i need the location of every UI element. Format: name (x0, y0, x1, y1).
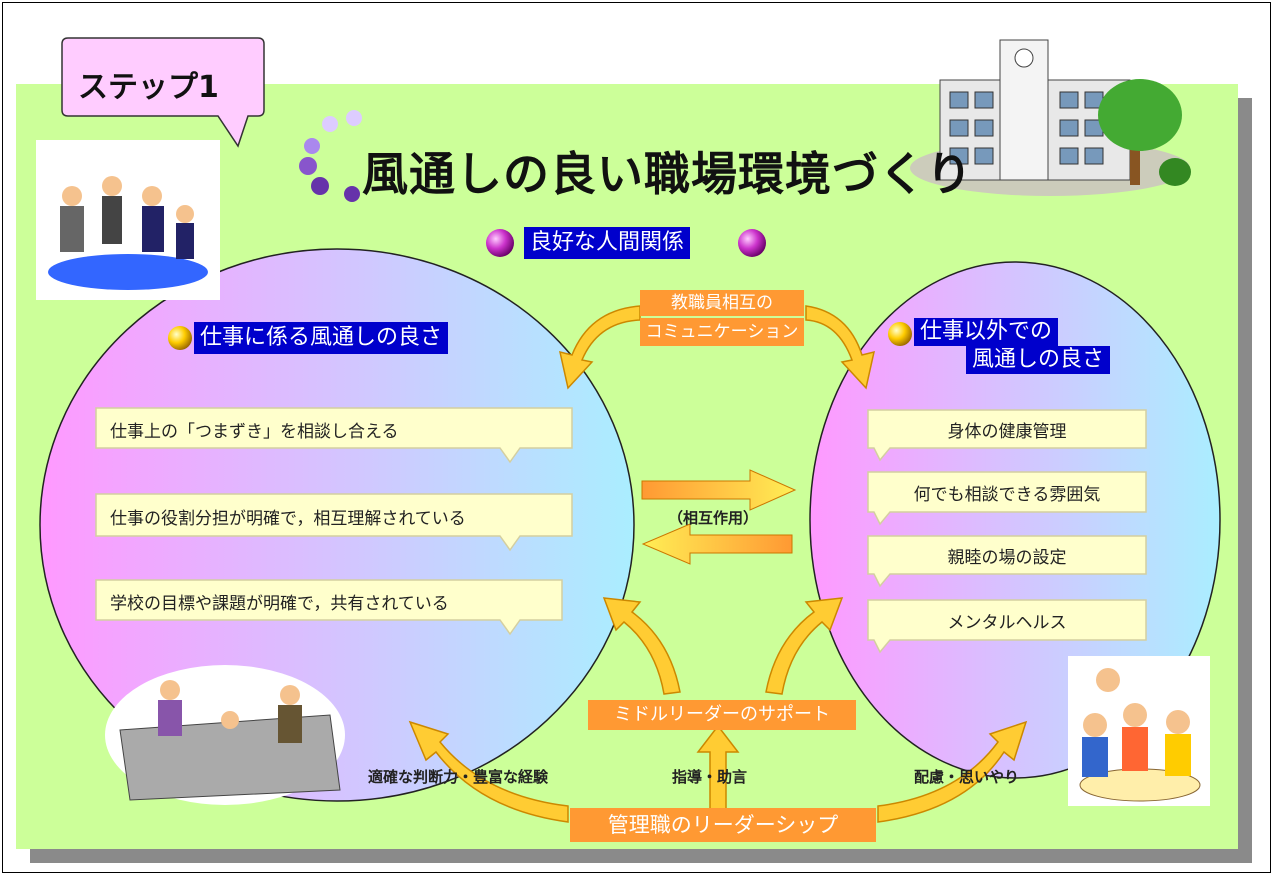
curved-arrow-icon (559, 305, 641, 390)
right-item-2: 何でも相談できる雰囲気 (913, 484, 1101, 505)
gold-ball-icon (168, 326, 192, 350)
top-relationship-label: 良好な人間関係 (524, 227, 691, 259)
right-item-3: 親睦の場の設定 (947, 547, 1067, 568)
communication-label-line1: 教職員相互の (640, 290, 804, 316)
school-building-icon (910, 39, 1191, 196)
center-bottom-text: 指導・助言 (672, 768, 748, 786)
right-circle-heading-line1: 仕事以外での (914, 318, 1059, 346)
left-circle-heading: 仕事に係る風通しの良さ (194, 322, 449, 354)
arrow-right-icon (641, 469, 797, 511)
discussion-group-icon (1068, 656, 1210, 806)
right-item-4: メンタルヘルス (947, 612, 1067, 633)
magenta-ball-icon (738, 229, 766, 257)
left-bottom-text: 適確な判断力・豊富な経験 (368, 768, 549, 786)
management-label: 管理職のリーダーシップ (570, 808, 876, 842)
decorative-dots-icon (299, 110, 362, 202)
curved-arrow-icon (765, 597, 844, 695)
step-label: ステップ1 (78, 70, 219, 105)
right-circle-heading-line2: 風通しの良さ (966, 346, 1111, 374)
right-bottom-text: 配慮・思いやり (914, 768, 1020, 786)
right-item-1: 身体の健康管理 (947, 421, 1067, 442)
gold-ball-icon (888, 322, 912, 346)
arrow-left-icon (641, 523, 793, 565)
left-item-3: 学校の目標や課題が明確で，共有されている (110, 593, 449, 614)
middle-leader-label: ミドルリーダーのサポート (588, 700, 856, 730)
left-item-2: 仕事の役割分担が明確で，相互理解されている (110, 508, 466, 529)
curved-arrow-icon (805, 305, 875, 390)
page-title: 風通しの良い職場環境づくり (362, 147, 973, 201)
communication-label-line2: コミュニケーション (640, 318, 804, 346)
curved-arrow-icon (408, 720, 569, 823)
step-bubble (61, 37, 265, 148)
meeting-icon (105, 665, 345, 805)
curved-arrow-icon (877, 720, 1028, 823)
left-item-1: 仕事上の「つまずき」を相談し合える (110, 421, 399, 442)
magenta-ball-icon (486, 229, 514, 257)
right-callout-shapes (867, 409, 1147, 654)
curved-arrow-icon (602, 597, 681, 695)
left-callout-shapes (95, 407, 573, 636)
up-arrow-icon (696, 724, 740, 813)
interaction-label: （相互作用） (668, 509, 759, 527)
right-circle (809, 261, 1221, 779)
people-group-icon (36, 140, 220, 300)
